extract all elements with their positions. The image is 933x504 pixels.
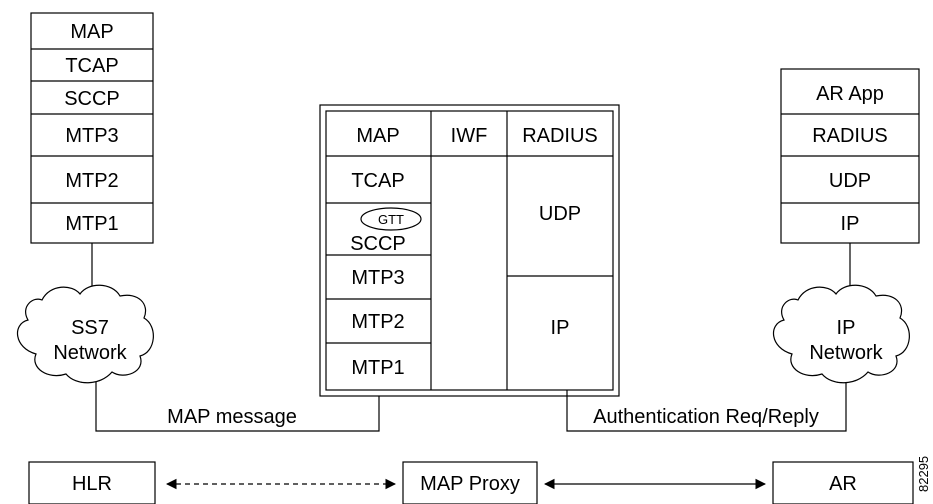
- ss7-network-cloud: SS7 Network: [17, 284, 154, 384]
- map-proxy-node: MAP Proxy: [402, 461, 538, 504]
- proxy-stack-map: MAP: [356, 125, 399, 147]
- ss7-cloud-label-2: Network: [53, 342, 127, 364]
- proxy-stack-ip: IP: [551, 317, 570, 339]
- proxy-stack-tcap: TCAP: [351, 170, 404, 192]
- ar-node: AR: [772, 461, 914, 504]
- auth-link: [566, 382, 847, 432]
- hlr-stack-tcap: TCAP: [65, 55, 118, 77]
- ar-stack-app: AR App: [816, 83, 884, 105]
- hlr-node: HLR: [28, 461, 156, 504]
- ip-cloud-label-1: IP: [837, 317, 856, 339]
- hlr-protocol-stack: MAP TCAP SCCP MTP3 MTP2 MTP1: [30, 12, 154, 244]
- ss7-cloud-label-1: SS7: [71, 317, 109, 339]
- hlr-stack-mtp2: MTP2: [65, 170, 118, 192]
- hlr-stack-mtp1: MTP1: [65, 213, 118, 235]
- proxy-stack-udp: UDP: [539, 203, 581, 225]
- auth-label: Authentication Req/Reply: [593, 406, 819, 428]
- hlr-stack-sccp: SCCP: [64, 88, 120, 110]
- map-proxy-label: MAP Proxy: [420, 473, 520, 495]
- proxy-stack-sccp: SCCP: [350, 233, 406, 255]
- proxy-stack-mtp2: MTP2: [351, 311, 404, 333]
- ar-label: AR: [829, 473, 857, 495]
- ar-stack-ip: IP: [841, 213, 860, 235]
- proxy-stack-iwf: IWF: [451, 125, 488, 147]
- gtt-ellipse: [360, 207, 422, 231]
- ar-stack-udp: UDP: [829, 170, 871, 192]
- ar-stack-radius: RADIUS: [812, 125, 888, 147]
- proxy-stack-radius: RADIUS: [522, 125, 598, 147]
- ar-protocol-stack: AR App RADIUS UDP IP: [780, 68, 920, 244]
- map-message-label: MAP message: [167, 406, 297, 428]
- ip-network-cloud: IP Network: [773, 284, 910, 384]
- hlr-label: HLR: [72, 473, 112, 495]
- figure-id-label: 82295: [916, 456, 931, 492]
- hlr-stack-frame: [30, 12, 154, 244]
- hlr-stack-map: MAP: [70, 21, 113, 43]
- map-proxy-protocol-stack: MAP IWF RADIUS TCAP GTT SCCP MTP3 MTP2 M…: [319, 104, 620, 397]
- ip-cloud-label-2: Network: [809, 342, 883, 364]
- map-message-link: [95, 382, 380, 432]
- proxy-stack-mtp1: MTP1: [351, 357, 404, 379]
- proxy-stack-mtp3: MTP3: [351, 267, 404, 289]
- gtt-label: GTT: [378, 212, 404, 227]
- hlr-stack-mtp3: MTP3: [65, 125, 118, 147]
